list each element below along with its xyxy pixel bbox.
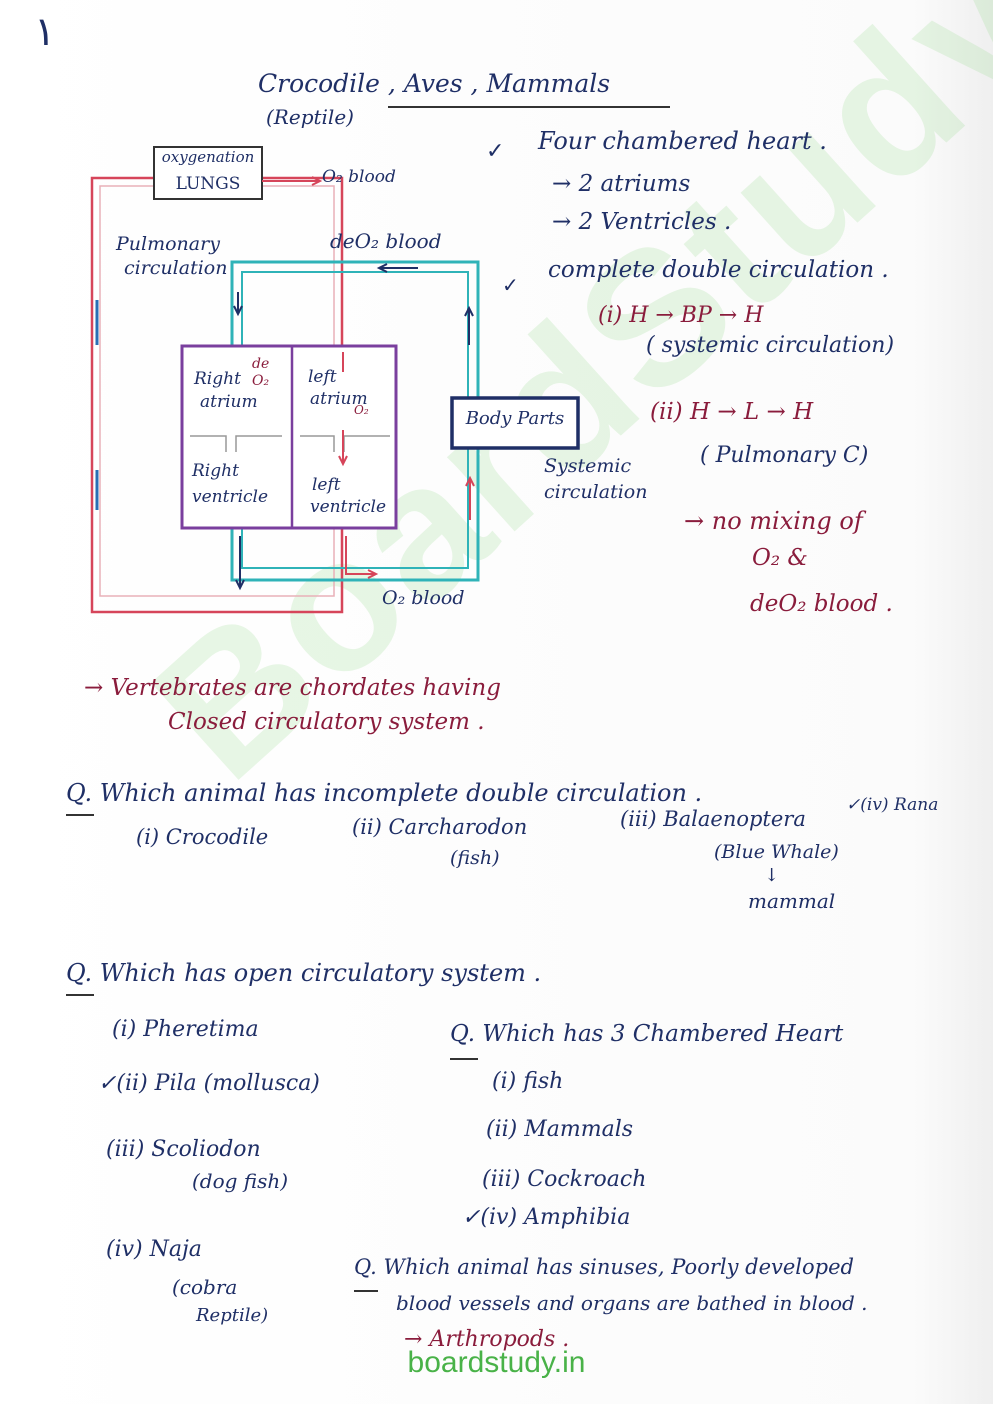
vertebrates-line-1: → Vertebrates are chordates having xyxy=(84,675,501,701)
q3-opt4: ✓(iv) Amphibia xyxy=(462,1205,631,1230)
right-atrium-2: atrium xyxy=(200,392,258,412)
note-pulmonary-flow: (ii) H → L → H xyxy=(650,399,814,425)
q1-opt4: ✓(iv) Rana xyxy=(846,795,939,815)
lungs-label-top: oxygenation xyxy=(161,148,255,166)
header-animals: Crocodile , Aves , Mammals xyxy=(258,69,611,98)
systemic-label-2: circulation xyxy=(544,481,648,503)
q4-question-line-1: Q. Which animal has sinuses, Poorly deve… xyxy=(354,1255,854,1279)
q1-opt3-sub: mammal xyxy=(748,889,836,913)
right-valve xyxy=(190,435,282,452)
q2-opt2: ✓(ii) Pila (mollusca) xyxy=(98,1071,320,1096)
check-mark-2: ✓ xyxy=(502,273,519,297)
aorta-arrow-head xyxy=(367,569,379,579)
q2-opt1: (i) Pheretima xyxy=(112,1017,259,1042)
right-ventricle-2: ventricle xyxy=(192,487,269,507)
note-o2-and: O₂ & xyxy=(752,545,808,571)
lungs-label: LUNGS xyxy=(175,174,241,194)
note-complete-double: complete double circulation . xyxy=(548,257,889,283)
q1-opt3-note: (Blue Whale) xyxy=(714,841,839,863)
right-ventricle-1: Right xyxy=(192,461,239,481)
q1-opt1: (i) Crocodile xyxy=(136,825,269,849)
q3-question: Q. Which has 3 Chambered Heart xyxy=(450,1021,844,1047)
pulmonary-label-2: circulation xyxy=(124,257,228,279)
note-four-chambered: Four chambered heart . xyxy=(538,127,827,155)
left-atrium-2: atrium xyxy=(310,389,368,409)
q2-opt4-note-2: Reptile) xyxy=(196,1305,269,1326)
left-ventricle-1: left xyxy=(312,475,341,495)
q3-opt3: (iii) Cockroach xyxy=(482,1167,647,1192)
o2-small-note: O₂ xyxy=(354,403,369,417)
up-arrow-right-1-head xyxy=(464,305,474,317)
q4-question-line-2: blood vessels and organs are bathed in b… xyxy=(396,1291,868,1315)
note-ventricles: → 2 Ventricles . xyxy=(552,209,732,235)
body-parts-label: Body Parts xyxy=(465,408,565,429)
heart-box xyxy=(180,344,398,530)
o2-blood-top: O₂ blood xyxy=(322,167,396,187)
left-ventricle-2: ventricle xyxy=(310,497,387,517)
left-atrium-1: left xyxy=(308,367,337,387)
vertebrates-line-2: Closed circulatory system . xyxy=(168,709,485,735)
down-arrow-ra-head xyxy=(233,305,243,317)
note-pulmonary-c: ( Pulmonary C) xyxy=(700,443,869,468)
q1-opt3: (iii) Balaenoptera xyxy=(620,807,806,831)
up-arrow-right-2-head xyxy=(465,475,475,487)
aorta-arrow xyxy=(345,536,374,575)
q2-underline xyxy=(66,994,94,996)
header-underline xyxy=(388,106,670,108)
down-arrow-rv-head xyxy=(235,579,245,591)
systemic-label-1: Systemic xyxy=(544,455,632,477)
page-marker: ١ xyxy=(34,9,56,55)
q1-opt2-note: (fish) xyxy=(450,847,500,869)
de-o2-note: de O₂ xyxy=(252,356,270,389)
header-reptile-note: (Reptile) xyxy=(266,105,354,129)
q3-opt2: (ii) Mammals xyxy=(486,1117,634,1142)
q1-question: Q. Which animal has incomplete double ci… xyxy=(66,779,703,807)
note-systemic-flow: (i) H → BP → H xyxy=(598,303,764,328)
lungs-box xyxy=(153,146,263,200)
q2-opt4-note-1: (cobra xyxy=(172,1275,238,1299)
q2-opt3: (iii) Scoliodon xyxy=(106,1137,261,1162)
body-parts-box xyxy=(450,396,580,450)
check-mark-1: ✓ xyxy=(486,139,505,164)
q2-opt3-note: (dog fish) xyxy=(192,1169,289,1193)
deo2-arrow-head xyxy=(376,263,388,273)
note-systemic-circ: ( systemic circulation) xyxy=(646,333,895,358)
q2-opt4: (iv) Naja xyxy=(106,1237,202,1262)
note-no-mixing: → no mixing of xyxy=(684,507,863,535)
deo2-blood-label: deO₂ blood xyxy=(330,229,442,253)
q4-answer: → Arthropods . xyxy=(404,1327,570,1352)
down-arrow-lv-head xyxy=(338,455,348,467)
q4-underline xyxy=(354,1290,378,1292)
note-deo2-blood: deO₂ blood . xyxy=(750,591,893,617)
note-atriums: → 2 atriums xyxy=(552,171,691,197)
o2-arrow-head xyxy=(311,176,323,186)
q3-underline xyxy=(450,1058,478,1060)
q2-question: Q. Which has open circulatory system . xyxy=(66,959,542,987)
q3-opt1: (i) fish xyxy=(492,1069,564,1094)
footer-site[interactable]: boardstudy.in xyxy=(407,1346,586,1379)
o2-blood-bottom: O₂ blood xyxy=(382,587,465,609)
q1-underline xyxy=(66,814,94,816)
pulmonary-label-1: Pulmonary xyxy=(116,233,220,255)
q1-opt3-arrow: ↓ xyxy=(764,865,780,886)
right-atrium-1: Right xyxy=(194,369,241,389)
q1-opt2: (ii) Carcharodon xyxy=(352,815,528,839)
